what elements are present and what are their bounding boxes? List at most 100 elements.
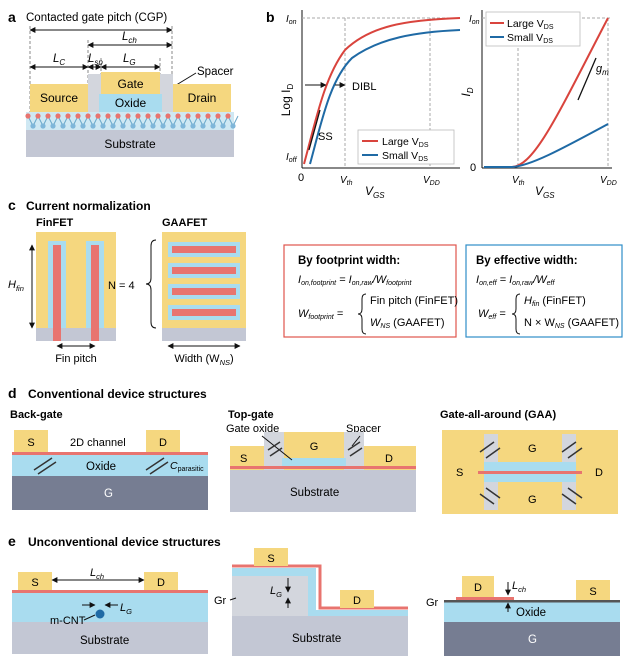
mcnt-gate — [95, 609, 105, 619]
e3-lch-label: Lch — [512, 580, 526, 594]
panel-b-letter: b — [266, 9, 275, 25]
oxide-layer — [99, 94, 162, 112]
footprint-w: Wfootprint = — [298, 308, 344, 321]
cap-plate — [145, 457, 165, 471]
e3-oxide — [444, 602, 620, 622]
zero-tick: 0 — [470, 162, 476, 174]
effective-box — [465, 244, 623, 338]
fin-right — [91, 245, 99, 341]
tg-spacer-right — [344, 432, 364, 470]
panel-d-letter: d — [8, 385, 17, 401]
lattice-atom — [230, 123, 236, 129]
lattice-atom — [85, 113, 91, 119]
lch-label: Lch — [122, 31, 137, 45]
gaa-gate-top-label: G — [528, 443, 537, 455]
cap-plate — [479, 493, 495, 505]
cap-plate — [567, 487, 583, 499]
spacer-left — [88, 74, 101, 112]
lattice-atom — [100, 123, 106, 129]
bg-drain-label: D — [159, 437, 167, 449]
linear-id-plot: Ion ID 0 Vth VDD VGS gm Large VDS Small … — [459, 10, 617, 200]
e2-gr-label: Gr — [214, 595, 227, 607]
gate-label: Gate — [117, 77, 143, 91]
zero-tick: 0 — [298, 172, 304, 184]
cap-plate — [561, 441, 577, 453]
width-label: Width (WNS) — [174, 353, 233, 367]
e1-source — [18, 572, 52, 590]
nanosheet — [172, 267, 236, 274]
tg-gate-label: G — [310, 441, 319, 453]
cap-plate — [37, 461, 57, 475]
footprint-title: By footprint width: — [298, 255, 400, 267]
panel-c: c Current normalization FinFET GAAFET Hf… — [8, 197, 623, 367]
drain-contact — [173, 84, 231, 112]
footprint-opt1: Fin pitch (FinFET) — [370, 295, 458, 307]
oxide-label: Oxide — [115, 96, 147, 110]
e3-source — [576, 580, 610, 600]
e3-gate-label: G — [528, 634, 537, 646]
lattice-atom — [175, 113, 181, 119]
lattice-atom — [75, 113, 81, 119]
legend-large-text: Large VDS — [382, 136, 429, 149]
tg-substrate — [230, 470, 416, 512]
substrate-layer — [26, 130, 234, 157]
lattice-atom — [80, 123, 86, 129]
e1-drain-label: D — [157, 577, 165, 589]
e1-source-label: S — [31, 577, 38, 589]
gaa-drain-label: D — [595, 467, 603, 479]
log-id-plot: Ion Ioff Log ID 0 Vth VDD VGS DIBL SS La… — [279, 10, 461, 200]
tg-channel — [230, 466, 416, 469]
effective-eq1: Ion,eff = Ion,raw/Weff — [476, 274, 555, 287]
lattice-atom — [55, 113, 61, 119]
effective-title: By effective width: — [476, 255, 578, 267]
gm-label: gm — [596, 63, 609, 77]
lattice-atom — [35, 113, 41, 119]
ion-tick: Ion — [469, 14, 480, 26]
footprint-opt2: WNS (GAAFET) — [370, 317, 445, 330]
e2-substrate — [232, 616, 408, 656]
bg-source-label: S — [27, 437, 34, 449]
bg-gate — [12, 476, 208, 510]
e1-substrate — [12, 622, 208, 654]
legend-small-text: Small VDS — [507, 32, 553, 45]
spacer-label: Spacer — [197, 66, 234, 78]
e2-oxide-bottom — [316, 610, 408, 616]
source-contact — [30, 84, 88, 112]
e2-graphene-block — [232, 576, 308, 616]
mcnt-label: m-CNT — [50, 615, 86, 627]
e3-drain — [462, 576, 494, 597]
lattice-atom — [185, 113, 191, 119]
legend-small-text: Small VDS — [382, 150, 428, 163]
vdd-tick: VDD — [600, 175, 617, 187]
cap-plate — [561, 493, 577, 505]
lattice-atom — [110, 123, 116, 129]
lattice-atom — [160, 123, 166, 129]
lattice-atom — [30, 123, 36, 129]
x-axis-label: VGS — [535, 184, 555, 200]
cgp-label: Contacted gate pitch (CGP) — [26, 12, 167, 24]
fin-left — [53, 245, 61, 341]
panel-c-title: Current normalization — [26, 199, 151, 213]
gaa-caps — [479, 441, 583, 505]
bg-channel-label: 2D channel — [70, 437, 126, 449]
cap-plate — [349, 447, 363, 457]
small-vds-curve — [484, 123, 609, 168]
cap-plate — [347, 441, 361, 451]
lattice-atom — [225, 113, 231, 119]
dibl-label: DIBL — [352, 81, 376, 93]
cap-plate — [479, 441, 495, 453]
e3-source-label: S — [589, 586, 596, 598]
e1-drain — [144, 572, 178, 590]
cpar-label: Cparasitic — [170, 460, 204, 473]
bg-gate-label: G — [104, 488, 113, 500]
lattice-atom — [195, 113, 201, 119]
lattice-atom — [180, 123, 186, 129]
cap-plate — [33, 457, 53, 471]
lattice-atom — [170, 123, 176, 129]
e1-substrate-label: Substrate — [80, 635, 129, 647]
finfet-substrate — [36, 328, 116, 341]
x-axis-label: VGS — [365, 184, 385, 200]
lattice-atom — [125, 113, 131, 119]
e2-source-label: S — [267, 553, 274, 565]
lattice-atom — [95, 113, 101, 119]
